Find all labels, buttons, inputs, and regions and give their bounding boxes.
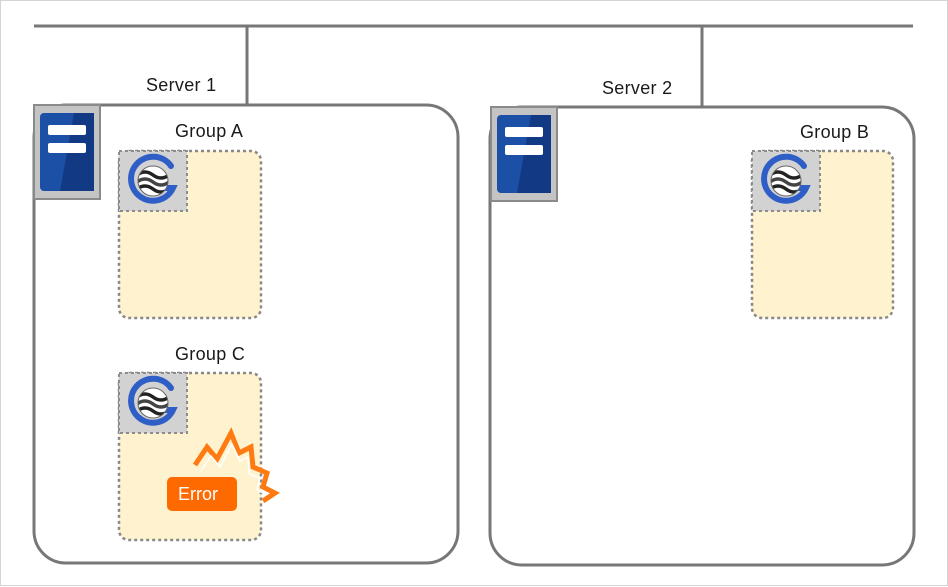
server-1-label: Server 1 (146, 75, 217, 95)
server-1-icon (33, 104, 101, 200)
group-a-label: Group A (175, 121, 244, 141)
group-c-logo-icon (119, 373, 187, 433)
server-2-icon (490, 106, 558, 202)
server-2-label: Server 2 (602, 78, 673, 98)
group-b-logo-icon (752, 151, 820, 211)
group-a-logo-icon (119, 151, 187, 211)
error-badge-label: Error (178, 484, 218, 504)
error-badge (167, 477, 237, 511)
group-b-label: Group B (800, 122, 870, 142)
error-burst-icon (192, 427, 280, 504)
group-c-label: Group C (175, 344, 246, 364)
